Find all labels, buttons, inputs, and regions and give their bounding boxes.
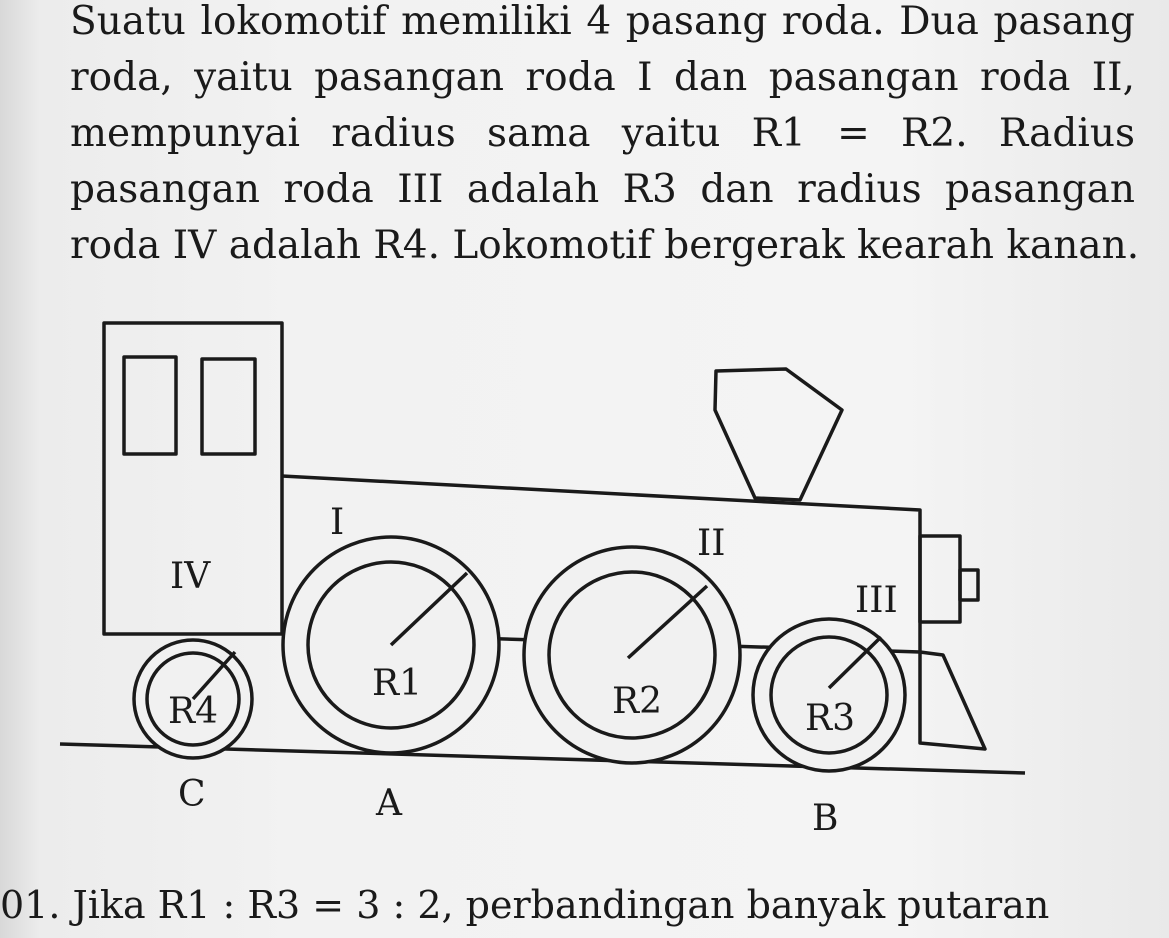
paragraph-line-3: mempunyai radius sama yaitu R1 = R2. Rad… [70,111,1135,156]
paragraph-line-4: pasangan roda III adalah R3 dan radius p… [70,167,1135,212]
label-r3: R3 [805,698,855,739]
radius-line-r2 [626,584,709,660]
cowcatcher [918,650,987,751]
label-iv: IV [170,556,211,597]
label-r1: R1 [372,663,422,704]
question-number: 01. [0,883,61,927]
radius-line-r1 [389,571,469,647]
question-text: Jika R1 : R3 = 3 : 2, perbandingan banya… [72,883,1050,927]
label-point-a: A [375,783,403,824]
question-1: 01. Jika R1 : R3 = 3 : 2, perbandingan b… [0,883,1049,927]
label-r2: R2 [612,681,662,722]
problem-paragraph: Suatu lokomotif memiliki 4 pasang roda. … [70,0,1140,274]
paragraph-line-2: roda, yaitu pasangan roda I dan pasangan… [70,55,1135,100]
label-ii: II [697,523,725,564]
label-r4: R4 [168,691,218,732]
radius-line-r4 [191,650,237,701]
paragraph-line-1: Suatu lokomotif memiliki 4 pasang roda. … [70,0,1135,44]
label-point-b: B [812,798,838,839]
wheel-iii-inner [769,635,889,755]
cab-window-left [122,355,178,456]
paragraph-line-5: roda IV adalah R4. Lokomotif bergerak ke… [70,223,1140,268]
label-iii: III [855,580,898,621]
label-i: I [330,502,344,543]
radius-line-r3 [827,635,883,690]
front-buffer [918,534,962,624]
cab-window-right [200,357,257,456]
front-buffer-nub [958,568,980,602]
chimney [713,367,844,502]
cab-body [102,321,284,636]
label-point-c: C [178,774,206,815]
